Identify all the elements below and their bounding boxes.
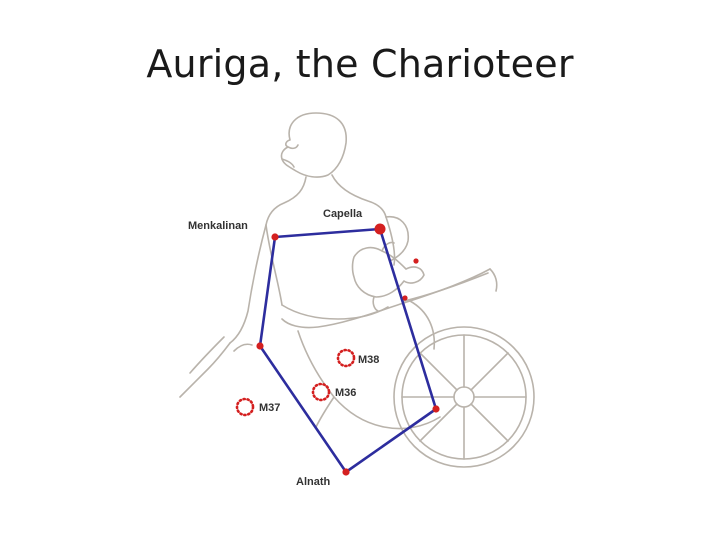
- line-alnath-west: [258, 344, 348, 474]
- label-m37: M37: [259, 402, 280, 414]
- charioteer-illustration: [179, 112, 535, 468]
- auriga-constellation-diagram: Menkalinan Capella M38 M36 M37 Alnath: [178, 105, 540, 492]
- stars: [256, 223, 440, 476]
- constellation-lines: [258, 227, 438, 474]
- line-east-alnath: [344, 407, 438, 474]
- label-alnath: Alnath: [296, 476, 331, 488]
- label-m36: M36: [335, 387, 356, 399]
- cluster-m36-icon: [311, 382, 331, 402]
- slide-title: Auriga, the Charioteer: [146, 42, 574, 86]
- star-alnath: [342, 468, 350, 476]
- constellation-svg: Menkalinan Capella M38 M36 M37 Alnath: [179, 112, 535, 488]
- star-west: [256, 342, 264, 350]
- star-goat-1: [413, 258, 419, 264]
- label-m38: M38: [358, 354, 379, 366]
- star-menkalinan: [271, 233, 279, 241]
- cluster-m37-icon: [235, 397, 255, 417]
- star-capella: [374, 223, 386, 235]
- star-clusters: [235, 348, 356, 417]
- label-capella: Capella: [323, 208, 363, 220]
- star-goat-2: [402, 295, 408, 301]
- line-west-menkalinan: [258, 235, 277, 348]
- cluster-m38-icon: [336, 348, 356, 368]
- line-menkalinan-capella: [273, 227, 382, 239]
- star-labels: Menkalinan Capella M38 M36 M37 Alnath: [188, 208, 379, 488]
- line-capella-east: [378, 227, 438, 411]
- star-east: [432, 405, 440, 413]
- label-menkalinan: Menkalinan: [188, 220, 248, 232]
